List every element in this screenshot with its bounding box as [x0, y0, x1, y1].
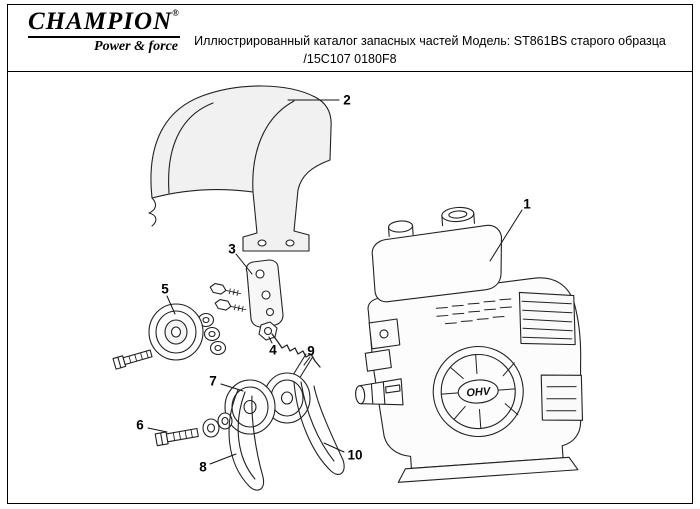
brand-text: CHAMPION — [28, 8, 173, 35]
leader-line-1 — [489, 209, 523, 262]
header-divider — [8, 71, 692, 72]
champion-logo: CHAMPION® Power & force — [28, 9, 180, 55]
belt-8-part — [228, 389, 265, 491]
callout-3: 3 — [228, 241, 236, 257]
idler-pulley-part — [148, 303, 204, 361]
leader-line-6 — [147, 427, 168, 433]
callout-1: 1 — [523, 196, 531, 212]
leader-line-8 — [209, 453, 237, 465]
callout-2: 2 — [343, 92, 351, 108]
bracket-part — [245, 259, 284, 328]
leader-line-5 — [166, 295, 176, 315]
leader-line-7 — [220, 383, 244, 392]
registered-mark: ® — [172, 8, 180, 18]
brand-name: CHAMPION® — [28, 9, 180, 38]
page-title-line-1: Иллюстрированный каталог запасных частей… — [194, 34, 666, 48]
callout-5: 5 — [161, 281, 169, 297]
crankshaft — [358, 378, 404, 406]
page-border — [7, 4, 693, 504]
belt-cover-part — [148, 85, 332, 252]
callout-8: 8 — [199, 459, 207, 475]
callout-10: 10 — [347, 447, 363, 463]
page-title-line-2: /15C107 0180F8 — [303, 52, 397, 66]
leader-line-10 — [323, 442, 345, 453]
callout-9: 9 — [307, 343, 315, 359]
idler-bolt — [112, 349, 153, 370]
callout-6: 6 — [136, 417, 144, 433]
belt-10-part — [293, 381, 345, 475]
spring-part — [271, 333, 321, 368]
leader-line-3 — [235, 253, 253, 275]
engine-ohv-label: OHV — [466, 386, 492, 400]
callout-7: 7 — [209, 373, 217, 389]
mount-bolt-part — [154, 412, 233, 447]
brand-tagline: Power & force — [94, 39, 178, 54]
leader-line-4 — [268, 336, 273, 344]
callout-4: 4 — [269, 342, 277, 358]
bracket-bolts — [209, 283, 246, 312]
engine-part: OHV — [355, 206, 584, 483]
leader-line-9 — [303, 356, 311, 366]
washer-stack — [197, 312, 227, 356]
leader-lines — [147, 99, 523, 465]
